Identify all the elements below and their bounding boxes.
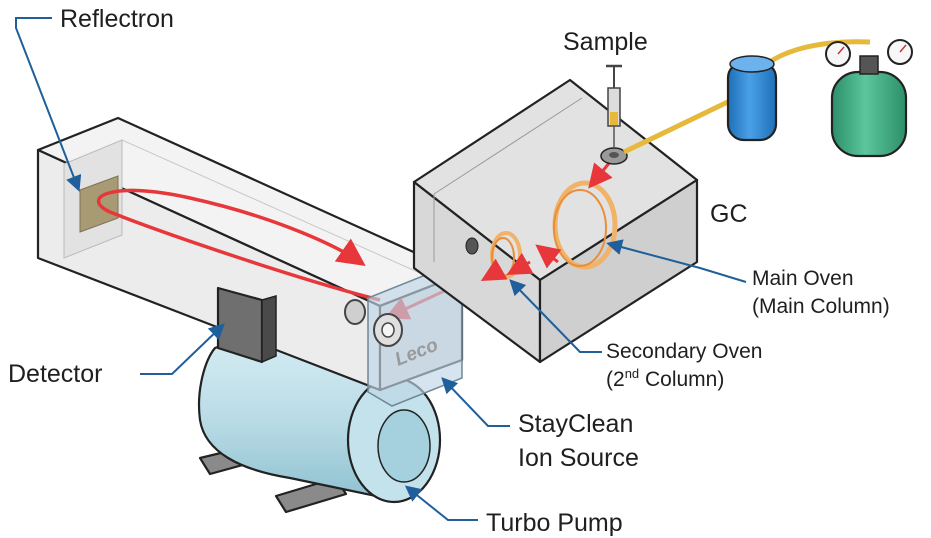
leader-main-oven [606, 239, 747, 283]
flow-arrow-1 [588, 161, 613, 189]
main-column-coil-2 [553, 189, 607, 267]
leader-lines [15, 17, 747, 521]
label-detector: Detector [8, 360, 102, 388]
gc-right [538, 178, 699, 364]
flow-arrow-4 [480, 258, 508, 281]
syringe-liquid [610, 112, 618, 125]
leader-reflectron [15, 17, 82, 192]
label-secondary-oven-2: (2nd Column) [606, 366, 724, 391]
label-turbo-pump: Turbo Pump [486, 509, 623, 537]
label-gc: GC [710, 200, 748, 228]
gc-inner-back-edge [433, 97, 583, 195]
carrier-gas-line [622, 95, 738, 155]
leader-turbo-pump [404, 485, 478, 521]
label-main-oven-2: (Main Column) [752, 295, 890, 318]
regulator-needle-right [899, 44, 907, 53]
ion-source: Leco [344, 269, 463, 407]
ion-source-port-inner [381, 322, 395, 338]
turbo-pump [198, 342, 442, 514]
label-secondary-oven-2-pre: (2 [606, 368, 625, 391]
gas-filter-top [729, 55, 775, 73]
detector-plate-edge [261, 295, 277, 364]
gas-cylinder [830, 70, 908, 158]
carrier-gas-line-2 [758, 39, 871, 72]
label-reflectron: Reflectron [60, 5, 174, 33]
gas-filter [726, 60, 778, 142]
leader-ion-source [441, 377, 510, 427]
label-sample: Sample [563, 28, 648, 56]
gc-transfer-port [465, 237, 479, 255]
label-ion-source-1: StayClean [518, 410, 633, 438]
label-main-oven-1: Main Oven [752, 267, 854, 290]
gc-oven [412, 78, 699, 364]
sample-syringe [606, 64, 622, 148]
label-secondary-oven-2-sup: nd [625, 366, 639, 381]
detector-plate [216, 286, 264, 364]
gas-cylinder-neck [859, 55, 879, 75]
pump-end-hub [377, 409, 431, 483]
analyzer-inner-edge [121, 139, 441, 283]
ion-flight-path [96, 188, 381, 302]
leader-secondary-oven [509, 279, 602, 353]
leader-detector [140, 323, 225, 375]
label-ion-source-2: Ion Source [518, 444, 639, 472]
regulator-needle-left [837, 46, 845, 55]
label-secondary-oven-1: Secondary Oven [606, 340, 762, 363]
flow-arrow-3 [506, 252, 534, 275]
flow-arrow-2 [535, 244, 562, 269]
injector-port-hole [609, 152, 619, 158]
gas-supply [622, 39, 913, 158]
label-secondary-oven-2-post: Column) [639, 368, 724, 391]
analyzer-entrance-port [344, 299, 366, 325]
